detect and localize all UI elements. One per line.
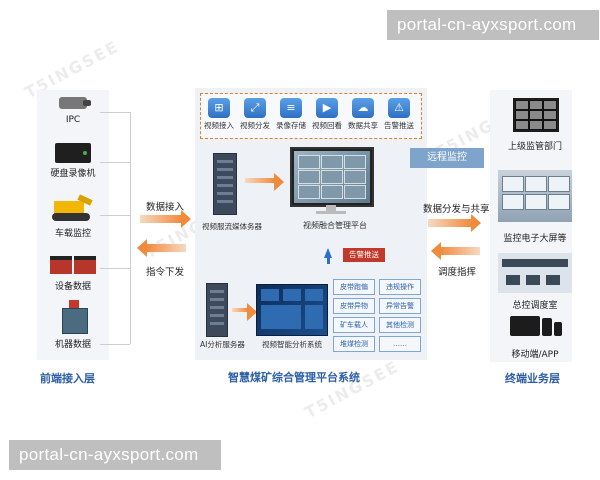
front-end-layer-label: 前端接入层 bbox=[40, 372, 95, 385]
play-icon: ▶ bbox=[316, 98, 338, 118]
alert-push-badge: 告警推送 bbox=[343, 248, 385, 262]
device-vehicle: 车载监控 bbox=[37, 194, 109, 239]
mine-cart-icon bbox=[48, 252, 98, 276]
func-label: 告警推送 bbox=[384, 121, 414, 130]
func-label: 数据共享 bbox=[348, 121, 378, 130]
connector-line bbox=[100, 215, 130, 216]
video-wall-icon bbox=[513, 98, 559, 132]
detection-tag: 皮带异物 bbox=[333, 298, 375, 314]
watermark-top: portal-cn-ayxsport.com bbox=[387, 10, 599, 40]
share-arrow bbox=[428, 214, 481, 232]
connector-line bbox=[100, 162, 130, 163]
watermark-bottom: portal-cn-ayxsport.com bbox=[9, 440, 221, 470]
device-dvr: 硬盘录像机 bbox=[37, 143, 109, 179]
loader-truck-icon bbox=[50, 194, 96, 223]
ai-server-icon bbox=[206, 283, 228, 337]
detection-tag: 皮带跑偏 bbox=[333, 279, 375, 295]
monitor-stand bbox=[326, 205, 336, 211]
stream-server-icon bbox=[213, 153, 237, 215]
connector-line bbox=[100, 112, 130, 113]
func-data-sharing[interactable]: ☁ 数据共享 bbox=[345, 96, 381, 131]
device-label: IPC bbox=[65, 115, 81, 125]
dvr-icon bbox=[55, 143, 91, 163]
platform-label: 智慧煤矿综合管理平台系统 bbox=[228, 371, 360, 384]
terminal-label: 监控电子大屏等 bbox=[503, 234, 567, 244]
detection-tag: 异常告警 bbox=[379, 298, 421, 314]
dispatch-label: 调度指挥 bbox=[438, 267, 477, 278]
device-label: 机器数据 bbox=[54, 340, 91, 350]
terminal-layer-label: 终端业务层 bbox=[505, 372, 560, 385]
database-icon: ≡ bbox=[280, 98, 302, 118]
ai-analysis-screen bbox=[256, 284, 328, 336]
terminal-label: 上级监管部门 bbox=[507, 142, 562, 152]
ai-server-label: AI分析服务器 bbox=[200, 340, 245, 349]
dispatch-arrow bbox=[431, 242, 480, 260]
remote-monitoring-badge: 远程监控 bbox=[410, 148, 484, 168]
fusion-platform-label: 视频融合管理平台 bbox=[303, 221, 367, 230]
detection-tag: 违规操作 bbox=[379, 279, 421, 295]
detection-tag: …… bbox=[379, 336, 421, 352]
monitor-base bbox=[316, 211, 346, 214]
ai-to-analysis-arrow bbox=[232, 303, 257, 321]
terminal-label: 总控调度室 bbox=[512, 301, 558, 311]
device-label: 设备数据 bbox=[54, 282, 91, 292]
camera-icon bbox=[53, 94, 93, 112]
share-label: 数据分发与共享 bbox=[423, 204, 490, 215]
stream-server-label: 视频服流媒体务器 bbox=[202, 222, 262, 231]
func-label: 录像存储 bbox=[276, 121, 306, 130]
large-screen-icon bbox=[498, 170, 572, 222]
function-bar: ⊞ 视频接入 ⤢ 视频分发 ≡ 录像存储 ▶ 视频回看 ☁ 数据共享 ⚠ 告警推… bbox=[200, 93, 422, 139]
func-video-distribution[interactable]: ⤢ 视频分发 bbox=[237, 96, 273, 131]
cloud-share-icon: ☁ bbox=[352, 98, 374, 118]
data-in-arrow bbox=[140, 210, 191, 228]
fusion-platform-monitor bbox=[290, 147, 374, 207]
func-label: 视频回看 bbox=[312, 121, 342, 130]
detection-tag: 其他检测 bbox=[379, 317, 421, 333]
func-recording-storage[interactable]: ≡ 录像存储 bbox=[273, 96, 309, 131]
func-label: 视频接入 bbox=[204, 121, 234, 130]
data-in-label: 数据接入 bbox=[146, 202, 185, 213]
cmd-out-arrow bbox=[137, 239, 186, 257]
mobile-devices-icon bbox=[510, 314, 562, 342]
sitemap-icon: ⊞ bbox=[208, 98, 230, 118]
connector-line bbox=[100, 268, 130, 269]
detection-tag: 矿车载人 bbox=[333, 317, 375, 333]
machine-icon bbox=[58, 300, 88, 334]
server-to-platform-arrow bbox=[245, 173, 284, 191]
func-alert-push[interactable]: ⚠ 告警推送 bbox=[381, 96, 417, 131]
background-watermark: T5INGSEE bbox=[301, 356, 403, 423]
detection-tag: 堆煤检测 bbox=[333, 336, 375, 352]
connector-line bbox=[130, 112, 131, 344]
func-label: 视频分发 bbox=[240, 121, 270, 130]
control-room-icon bbox=[498, 253, 572, 293]
device-machine: 机器数据 bbox=[37, 300, 109, 350]
terminal-label: 移动端/APP bbox=[511, 350, 559, 360]
share-icon: ⤢ bbox=[244, 98, 266, 118]
func-video-access[interactable]: ⊞ 视频接入 bbox=[201, 96, 237, 131]
func-video-playback[interactable]: ▶ 视频回看 bbox=[309, 96, 345, 131]
device-label: 硬盘录像机 bbox=[50, 169, 96, 179]
device-equipment: 设备数据 bbox=[37, 252, 109, 292]
cmd-out-label: 指令下发 bbox=[146, 267, 185, 278]
warning-icon: ⚠ bbox=[388, 98, 410, 118]
connector-line bbox=[100, 344, 130, 345]
ai-system-label: 视频智能分析系统 bbox=[262, 340, 322, 349]
device-ipc: IPC bbox=[37, 94, 109, 125]
device-label: 车载监控 bbox=[54, 229, 91, 239]
alert-up-arrow bbox=[324, 248, 332, 264]
